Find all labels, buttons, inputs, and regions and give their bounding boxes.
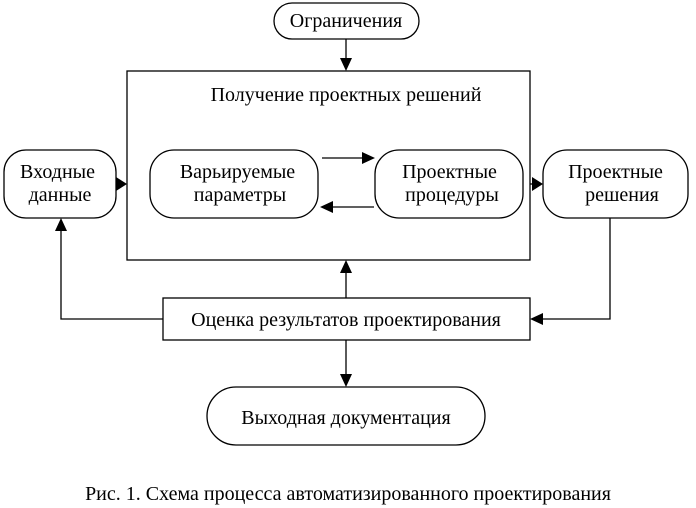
- figure-caption: Рис. 1. Схема процесса автоматизированно…: [85, 483, 611, 505]
- arrow-parameters-to-procedures: [322, 152, 375, 164]
- design-procedures-node: Проектные процедуры: [374, 149, 524, 219]
- arrow-constraints-to-main: [340, 39, 352, 71]
- input-data-node: Входные данные: [3, 149, 117, 219]
- arrow-evaluation-to-output: [340, 340, 352, 387]
- arrow-decisions-to-evaluation: [530, 218, 611, 325]
- constraints-label: Ограничения: [290, 10, 402, 32]
- arrow-evaluation-to-main: [340, 260, 352, 298]
- constraints-node: Ограничения: [273, 2, 420, 40]
- evaluation-node: Оценка результатов проектирования: [162, 297, 531, 341]
- evaluation-label: Оценка результатов проектирования: [191, 309, 501, 331]
- design-procedures-label: Проектные процедуры: [402, 161, 502, 206]
- arrow-input-to-main: [116, 177, 127, 191]
- output-documentation-label: Выходная документация: [241, 407, 450, 429]
- varied-parameters-label: Варьируемые параметры: [180, 161, 300, 206]
- arrow-main-to-decisions: [530, 177, 543, 191]
- main-block-title: Получение проектных решений: [211, 84, 482, 106]
- input-data-label: Входные данные: [20, 161, 100, 206]
- varied-parameters-node: Варьируемые параметры: [149, 149, 319, 219]
- arrow-evaluation-to-input: [55, 218, 163, 320]
- output-documentation-node: Выходная документация: [206, 386, 486, 446]
- design-decisions-label: Проектные решения: [568, 161, 668, 206]
- design-decisions-node: Проектные решения: [542, 149, 689, 219]
- arrow-procedures-to-parameters: [320, 201, 374, 213]
